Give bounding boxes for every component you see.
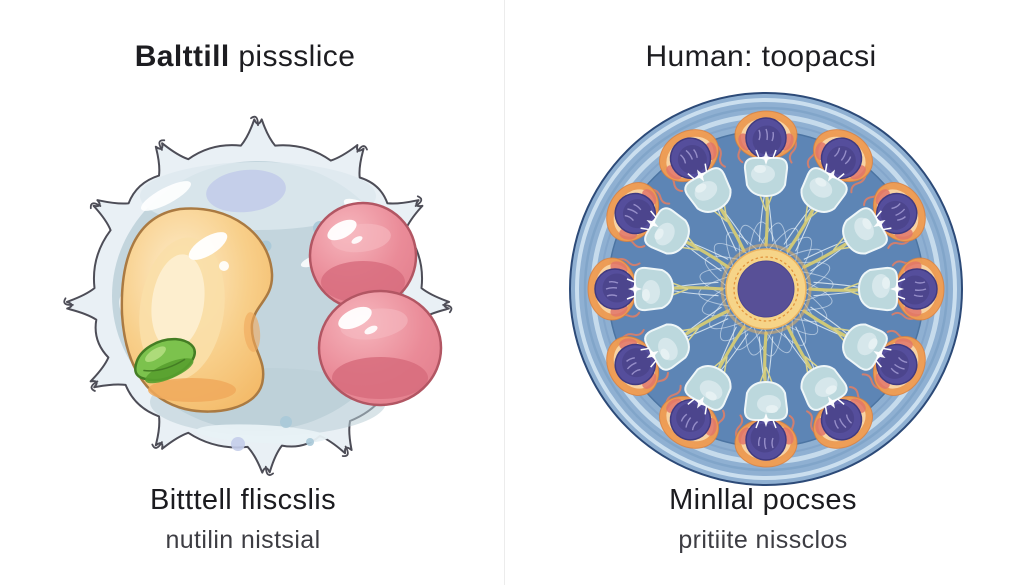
radial-unit xyxy=(800,365,873,449)
right-panel-captions: Minllal pocses pritiite nissclos xyxy=(548,484,978,555)
radial-unit xyxy=(587,257,674,321)
right-caption-primary: Minllal pocses xyxy=(669,484,857,516)
radial-unit xyxy=(800,129,873,213)
right-caption-secondary: pritiite nissclos xyxy=(678,526,848,554)
left-title-bold: Balttill xyxy=(134,40,230,73)
right-radial-illustration xyxy=(569,92,963,486)
left-caption-primary: Bitttell fliscslis xyxy=(149,484,337,516)
left-cell-illustration xyxy=(63,115,453,476)
radial-unit xyxy=(659,365,732,449)
right-title-text: Human: toopacsi xyxy=(645,40,877,73)
radial-unit xyxy=(606,323,690,396)
pink-organelle-top xyxy=(308,201,418,311)
radial-unit xyxy=(606,182,690,255)
left-panel-captions: Bitttell fliscslis nutilin nistsial xyxy=(28,484,458,555)
green-organelle xyxy=(134,337,196,384)
right-panel-title: Human: toopacsi xyxy=(546,40,976,74)
pink-organelle-bottom xyxy=(317,289,443,407)
radial-unit xyxy=(842,323,926,396)
radial-unit xyxy=(842,182,926,255)
orange-bean-organelle xyxy=(120,207,274,413)
radial-unit xyxy=(659,129,732,213)
left-title-regular: pissslice xyxy=(229,40,356,73)
left-caption-secondary: nutilin nistsial xyxy=(165,526,321,554)
panel-divider xyxy=(504,0,505,585)
radial-unit xyxy=(734,110,798,197)
left-panel-title: Balttill pissslice xyxy=(30,40,460,74)
radial-unit xyxy=(858,257,945,321)
radial-unit xyxy=(734,381,798,468)
